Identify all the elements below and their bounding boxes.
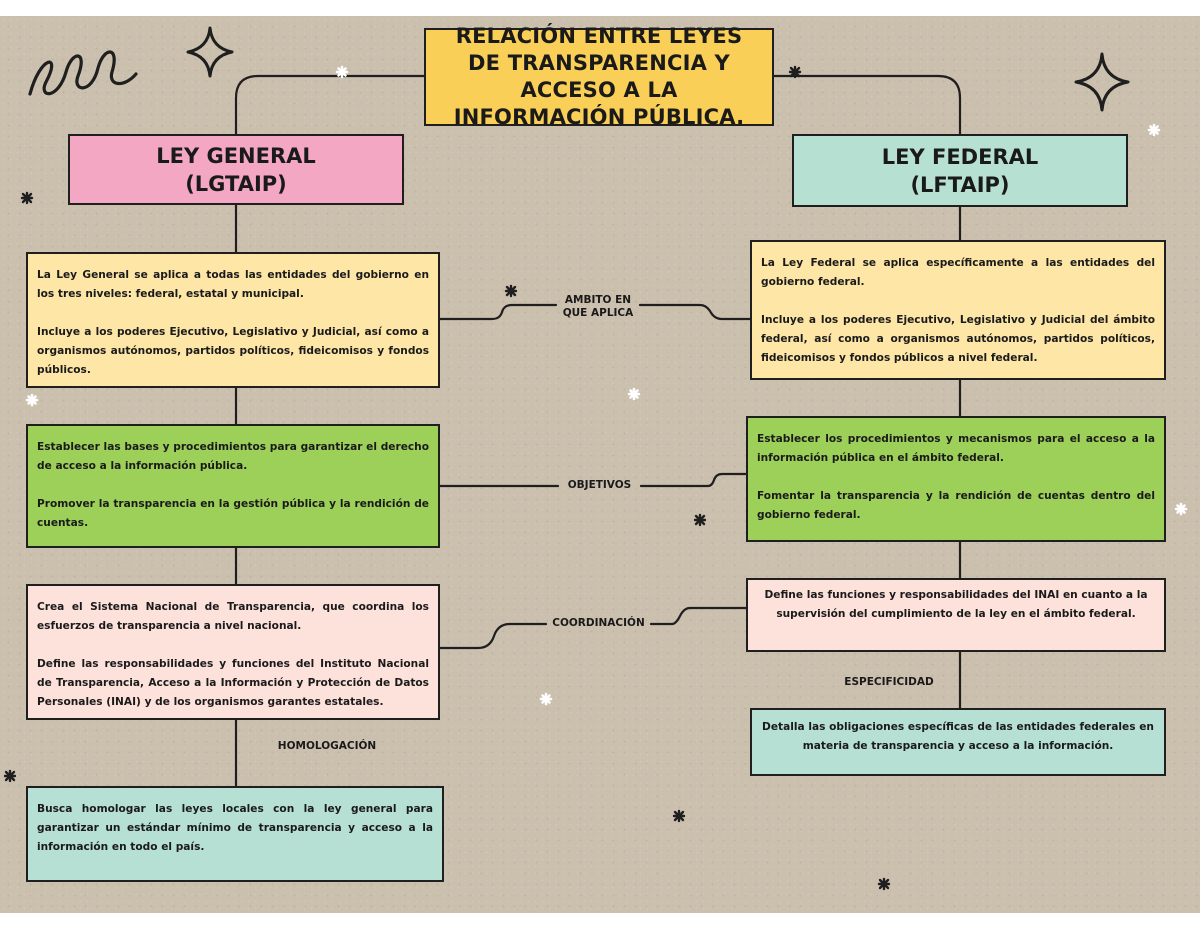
right-objetivos-text: Establecer los procedimientos y mecanism… bbox=[757, 433, 1155, 464]
connector-lines bbox=[3, 26, 1188, 891]
right-ambito-box: La Ley Federal se aplica específicamente… bbox=[750, 240, 1166, 380]
label-ambito-line1: AMBITO EN bbox=[564, 294, 632, 306]
left-coordinacion-box: Crea el Sistema Nacional de Transparenci… bbox=[26, 584, 440, 720]
right-especificidad-box: Detalla las obligaciones específicas de … bbox=[750, 708, 1166, 776]
squiggle-doodle bbox=[28, 50, 138, 96]
star-icon bbox=[20, 191, 34, 205]
star-icon bbox=[335, 65, 349, 79]
star-icon bbox=[539, 692, 553, 706]
right-ambito-text: Incluye a los poderes Ejecutivo, Legisla… bbox=[761, 314, 1155, 364]
right-especificidad-text: Detalla las obligaciones específicas de … bbox=[762, 721, 1154, 752]
left-objetivos-text: Establecer las bases y procedimientos pa… bbox=[37, 441, 429, 472]
label-coordinacion: COORDINACIÓN bbox=[552, 617, 645, 629]
ley-general-name: LEY GENERAL bbox=[156, 143, 316, 168]
label-ambito: AMBITO EN QUE APLICA bbox=[556, 294, 640, 320]
ley-federal-heading: LEY FEDERAL (LFTAIP) bbox=[792, 134, 1128, 207]
left-objetivos-text: Promover la transparencia en la gestión … bbox=[37, 498, 429, 529]
right-objetivos-text: Fomentar la transparencia y la rendición… bbox=[757, 490, 1155, 521]
left-coordinacion-text: Crea el Sistema Nacional de Transparenci… bbox=[37, 601, 429, 632]
star-icon bbox=[504, 284, 518, 298]
connector-title-right bbox=[772, 74, 962, 136]
ley-federal-name: LEY FEDERAL bbox=[881, 144, 1039, 169]
map-title: RELACIÓN ENTRE LEYES DE TRANSPARENCIA Y … bbox=[424, 24, 774, 129]
diamond-sparkle-icon bbox=[186, 26, 234, 78]
left-objetivos-box: Establecer las bases y procedimientos pa… bbox=[26, 424, 440, 548]
star-icon bbox=[25, 393, 39, 407]
star-icon bbox=[1174, 502, 1188, 516]
left-ambito-text: Incluye a los poderes Ejecutivo, Legisla… bbox=[37, 326, 429, 376]
map-title-text: RELACIÓN ENTRE LEYES DE TRANSPARENCIA Y … bbox=[453, 24, 745, 129]
diamond-sparkle-icon bbox=[1074, 52, 1130, 112]
right-coordinacion-box: Define las funciones y responsabilidades… bbox=[746, 578, 1166, 652]
star-icon bbox=[693, 513, 707, 527]
star-icon bbox=[672, 809, 686, 823]
left-ambito-text: La Ley General se aplica a todas las ent… bbox=[37, 269, 429, 300]
label-especificidad: ESPECIFICIDAD bbox=[844, 676, 934, 688]
label-objetivos: OBJETIVOS bbox=[567, 479, 632, 491]
left-homologacion-text: Busca homologar las leyes locales con la… bbox=[37, 803, 433, 853]
label-homologacion: HOMOLOGACIÓN bbox=[277, 740, 377, 752]
ley-general-heading: LEY GENERAL (LGTAIP) bbox=[68, 134, 404, 205]
right-ambito-text: La Ley Federal se aplica específicamente… bbox=[761, 257, 1155, 288]
left-ambito-box: La Ley General se aplica a todas las ent… bbox=[26, 252, 440, 388]
connector-title-left bbox=[234, 74, 426, 136]
ley-federal-acronym: (LFTAIP) bbox=[910, 172, 1010, 197]
star-icon bbox=[877, 877, 891, 891]
star-icon bbox=[788, 65, 802, 79]
star-icon bbox=[1147, 123, 1161, 137]
right-coordinacion-text: Define las funciones y responsabilidades… bbox=[764, 589, 1148, 620]
ley-general-acronym: (LGTAIP) bbox=[185, 171, 287, 196]
star-icon bbox=[627, 387, 641, 401]
left-coordinacion-text: Define las responsabilidades y funciones… bbox=[37, 658, 429, 708]
right-objetivos-box: Establecer los procedimientos y mecanism… bbox=[746, 416, 1166, 542]
label-ambito-line2: QUE APLICA bbox=[562, 307, 634, 319]
star-icon bbox=[3, 769, 17, 783]
left-homologacion-box: Busca homologar las leyes locales con la… bbox=[26, 786, 444, 882]
concept-map-canvas: RELACIÓN ENTRE LEYES DE TRANSPARENCIA Y … bbox=[0, 16, 1200, 913]
